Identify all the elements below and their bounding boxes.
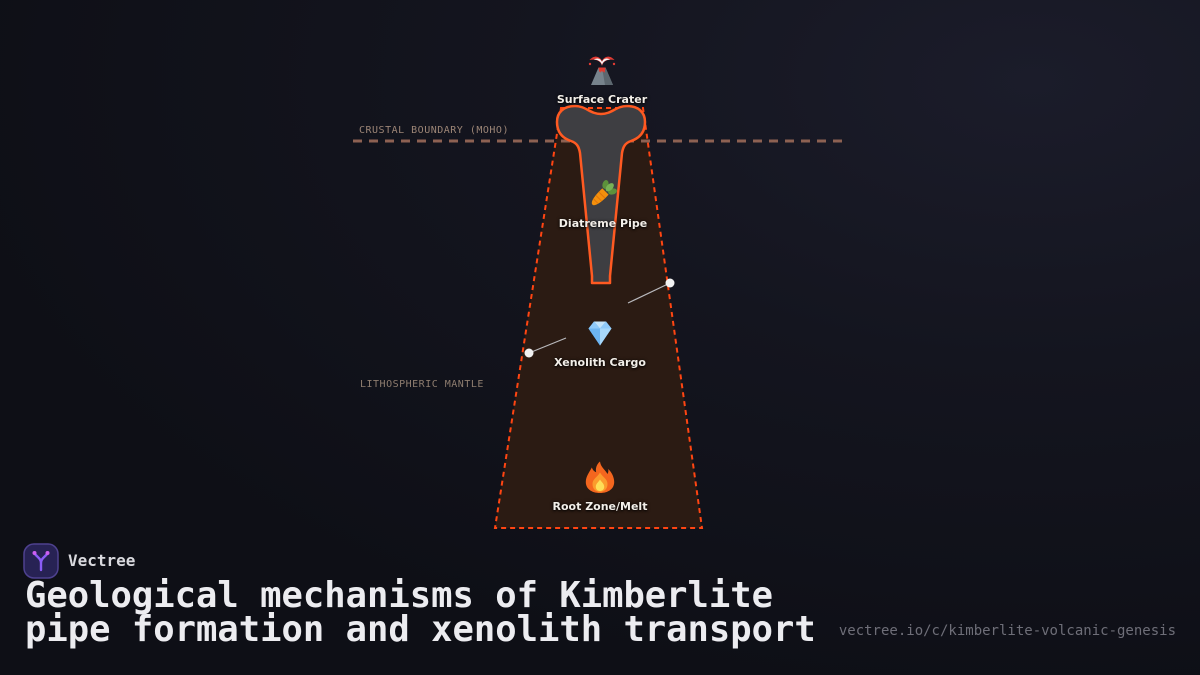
crustal-boundary-label: CRUSTAL BOUNDARY (MOHO)	[359, 125, 509, 136]
node-label-root-zone-melt: Root Zone/Melt	[552, 500, 648, 513]
title-line-1: Geological mechanisms of Kimberlite	[25, 575, 774, 616]
vectree-logo	[23, 543, 59, 579]
title-line-2: pipe formation and xenolith transport	[25, 608, 816, 650]
node-label-diatreme-pipe: Diatreme Pipe	[558, 217, 648, 230]
share-url: vectree.io/c/kimberlite-volcanic-genesis	[838, 623, 1176, 639]
node-xenolith-cargo: Xenolith Cargo	[538, 315, 662, 369]
node-label-xenolith-cargo: Xenolith Cargo	[554, 356, 646, 369]
lithospheric-mantle-label: LITHOSPHERIC MANTLE	[360, 379, 484, 390]
node-surface-crater: Surface Crater	[540, 52, 664, 106]
volcano-icon	[584, 52, 620, 88]
node-diatreme-pipe: Diatreme Pipe	[541, 176, 665, 230]
leader-dot-right	[665, 278, 675, 288]
node-root-zone-melt: Root Zone/Melt	[538, 459, 662, 513]
page-title: Geological mechanisms of Kimberlite pipe…	[25, 575, 816, 650]
brand-name: Vectree	[68, 551, 136, 570]
node-label-surface-crater: Surface Crater	[556, 93, 648, 106]
leader-line-right	[627, 282, 671, 304]
leader-line-left	[528, 337, 567, 354]
leader-dot-left	[524, 348, 534, 358]
gem-icon	[582, 315, 618, 351]
carrot-icon	[585, 176, 621, 212]
fire-icon	[582, 459, 618, 495]
